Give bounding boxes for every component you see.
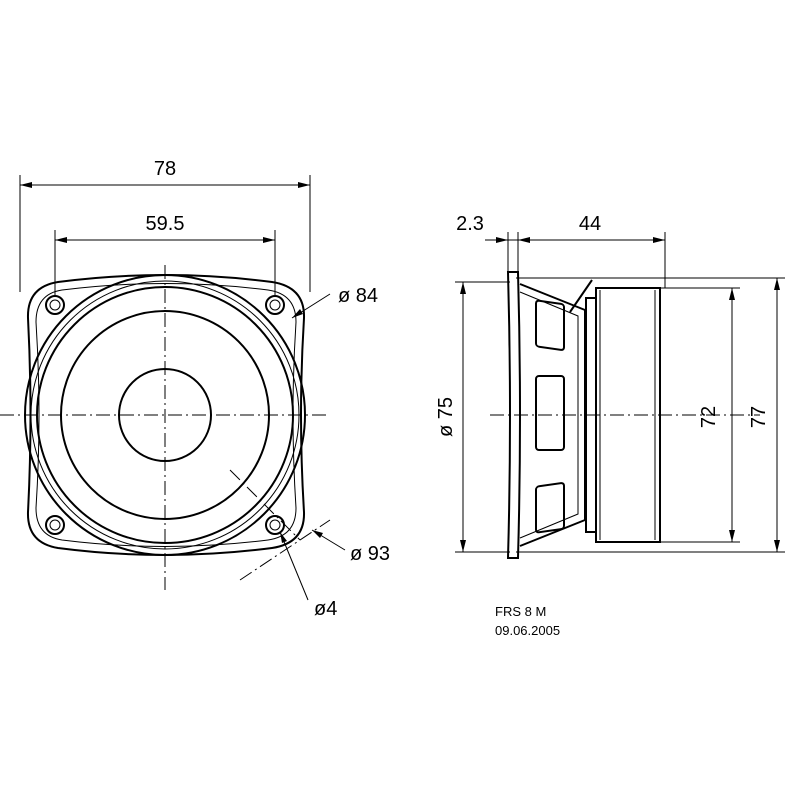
terminal-tab xyxy=(569,279,593,313)
dim-magnet-height: 72 xyxy=(698,406,720,428)
date-label: 09.06.2005 xyxy=(495,623,560,638)
basket-window-top xyxy=(535,299,565,351)
dim-width-overall: 78 xyxy=(154,158,176,180)
basket-frame-inner-edge xyxy=(35,283,297,547)
dim-depth: 44 xyxy=(579,213,601,235)
dim-overall-height: 77 xyxy=(748,406,770,428)
side-view: 2.3 44 ø 75 72 77 xyxy=(435,213,785,559)
basket-window-middle xyxy=(535,375,565,451)
dim-flange-thickness: 2.3 xyxy=(456,213,484,235)
hole-circle-arc-line xyxy=(239,519,331,581)
dim-diameter-84: ø 84 xyxy=(338,285,378,307)
model-label: FRS 8 M xyxy=(495,604,546,619)
dim-hole-spacing: 59.5 xyxy=(146,213,185,235)
mounting-hole-top-left xyxy=(45,295,65,315)
flange-front xyxy=(506,271,521,559)
hole-center-line xyxy=(229,469,301,541)
mounting-hole-bottom-right xyxy=(265,515,285,535)
basket-frame-outline xyxy=(26,274,306,556)
front-view: 78 59.5 ø 84 ø 93 ø4 xyxy=(0,158,390,620)
mounting-hole-bottom-left xyxy=(45,515,65,535)
dim-hole-diameter: ø4 xyxy=(314,598,337,620)
dim-diameter-93: ø 93 xyxy=(350,543,390,565)
mounting-hole-top-right xyxy=(265,295,285,315)
basket-window-bottom xyxy=(535,482,565,534)
dim-frame-diameter: ø 75 xyxy=(435,397,457,437)
title-block: FRS 8 M 09.06.2005 xyxy=(495,604,560,638)
